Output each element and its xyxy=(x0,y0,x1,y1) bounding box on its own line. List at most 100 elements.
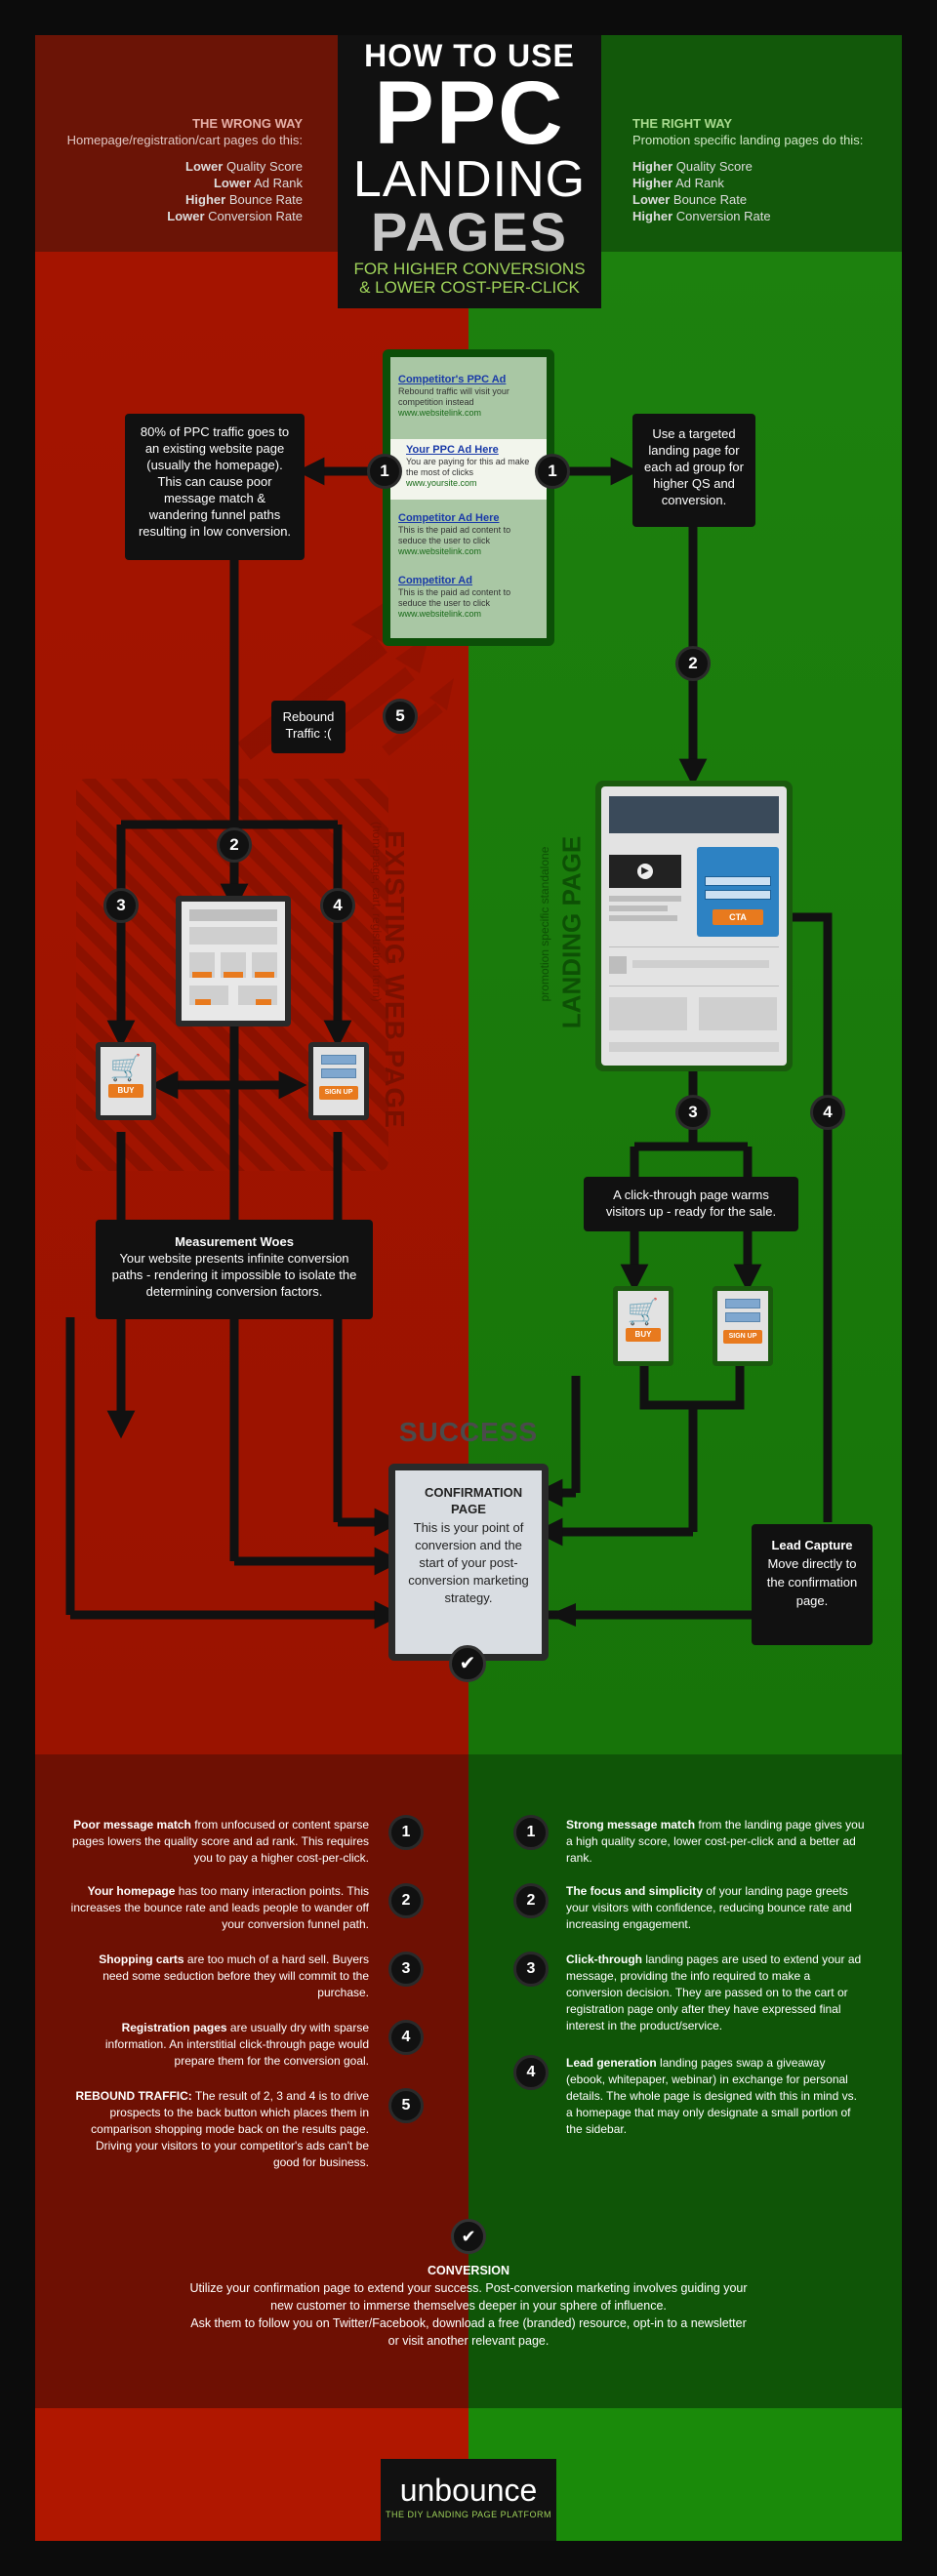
cart-page-mockup: 🛒 BUY xyxy=(613,1286,673,1366)
wrong-way-item: Lower Quality Score xyxy=(185,159,303,174)
ad-card[interactable]: Competitor Ad Here This is the paid ad c… xyxy=(398,511,541,566)
list-number: 5 xyxy=(388,2088,424,2123)
conversion-line: new customer to immerse themselves deepe… xyxy=(270,2299,667,2313)
footer-logo-block[interactable]: unbounce THE DIY LANDING PAGE PLATFORM xyxy=(381,2459,556,2541)
ad-card[interactable]: Competitor's PPC Ad Rebound traffic will… xyxy=(398,373,541,427)
step-number: 5 xyxy=(383,699,418,734)
conversion-checkmark-icon: ✔ xyxy=(451,2219,486,2254)
left-list-panel xyxy=(35,1754,468,2408)
list-item: Strong message match from the landing pa… xyxy=(566,1818,865,1865)
list-item: Poor message match from unfocused or con… xyxy=(72,1818,369,1865)
wrong-way-item: Higher Bounce Rate xyxy=(185,192,303,207)
signup-page-mockup: SIGN UP xyxy=(713,1286,773,1366)
cart-page-mockup: 🛒 BUY xyxy=(96,1042,156,1120)
subtitle-line-2: & LOWER COST-PER-CLICK xyxy=(359,278,580,297)
ad-title[interactable]: Competitor Ad Here xyxy=(398,512,500,524)
ad-title[interactable]: Competitor Ad xyxy=(398,575,472,586)
existing-page-title-wrap: EXISTING WEB PAGE (homepage, cart, regis… xyxy=(332,820,459,1151)
landing-page-mockup: ▶ CTA xyxy=(595,781,793,1071)
flow-arrow xyxy=(549,1603,576,1627)
wrong-way-heading: THE WRONG WAY xyxy=(192,116,303,131)
cta-button[interactable]: CTA xyxy=(713,909,763,925)
list-item: The focus and simplicity of your landing… xyxy=(566,1884,852,1931)
step-number: 4 xyxy=(810,1095,845,1130)
flow-line xyxy=(789,912,833,1522)
step-number: 2 xyxy=(675,646,711,681)
conversion-line: Ask them to follow you on Twitter/Facebo… xyxy=(190,2316,747,2330)
ad-body: You are paying for this ad make the most… xyxy=(406,457,530,477)
list-number: 1 xyxy=(388,1815,424,1850)
list-number: 1 xyxy=(513,1815,549,1850)
right-way-sub: Promotion specific landing pages do this… xyxy=(632,133,864,147)
list-item: Your homepage has too many interaction p… xyxy=(70,1884,369,1931)
lead-form-panel: CTA xyxy=(697,847,779,937)
right-way-section: THE RIGHT WAY Promotion specific landing… xyxy=(632,115,896,224)
ad-url: www.websitelink.com xyxy=(398,408,482,418)
title-block: HOW TO USE PPC LANDING PAGES FOR HIGHER … xyxy=(338,35,601,308)
right-way-heading: THE RIGHT WAY xyxy=(632,116,733,131)
rebound-ghost-arrow xyxy=(237,635,387,760)
right-way-item: Higher Ad Rank xyxy=(632,176,724,190)
wrong-way-sub: Homepage/registration/cart pages do this… xyxy=(66,133,303,147)
shopping-cart-icon: 🛒 xyxy=(109,1053,143,1082)
step-number: 1 xyxy=(367,454,402,489)
rebound-ghost-arrow xyxy=(429,678,454,710)
title-line-3: LANDING xyxy=(352,151,587,208)
buy-button[interactable]: BUY xyxy=(108,1084,143,1098)
confirmation-title: CONFIRMATION PAGE xyxy=(425,1485,523,1516)
lead-capture-title: Lead Capture xyxy=(771,1538,853,1552)
step-number: 2 xyxy=(217,827,252,863)
signup-button[interactable]: SIGN UP xyxy=(723,1330,762,1344)
shopping-cart-icon: 🛒 xyxy=(627,1297,660,1326)
list-item: Registration pages are usually dry with … xyxy=(104,2021,369,2068)
success-label: SUCCESS xyxy=(398,1417,539,1447)
list-number: 3 xyxy=(388,1952,424,1987)
ad-url: www.yoursite.com xyxy=(406,478,477,488)
measurement-title: Measurement Woes xyxy=(175,1234,294,1249)
landing-page-title: LANDING PAGE xyxy=(556,835,587,1029)
list-number: 2 xyxy=(388,1883,424,1918)
list-number: 3 xyxy=(513,1952,549,1987)
right-intro-box: Use a targeted landing page for each ad … xyxy=(632,414,755,527)
ad-url: www.websitelink.com xyxy=(398,609,482,619)
clickthrough-box: A click-through page warms visitors up -… xyxy=(584,1177,798,1231)
signup-button[interactable]: SIGN UP xyxy=(319,1086,358,1100)
rebound-ghost-arrow xyxy=(382,703,443,756)
step-number: 3 xyxy=(103,888,139,923)
confirmation-body: This is your point of conversion and the… xyxy=(408,1520,529,1605)
footer-tagline: THE DIY LANDING PAGE PLATFORM xyxy=(385,2510,552,2519)
ad-card[interactable]: Competitor Ad This is the paid ad conten… xyxy=(398,574,541,628)
list-number: 2 xyxy=(513,1883,549,1918)
ad-body: This is the paid ad content to seduce th… xyxy=(398,525,511,545)
buy-button[interactable]: BUY xyxy=(626,1328,661,1342)
ad-card-highlighted[interactable]: Your PPC Ad Here You are paying for this… xyxy=(390,439,547,500)
conversion-line: Utilize your confirmation page to extend… xyxy=(189,2281,748,2295)
lead-capture-box: Lead Capture Move directly to the confir… xyxy=(752,1524,873,1645)
title-line-4: PAGES xyxy=(371,201,568,262)
title-line-2: PPC xyxy=(374,63,565,163)
conversion-section: CONVERSION Utilize your confirmation pag… xyxy=(117,2262,820,2350)
ad-serp: Competitor's PPC Ad Rebound traffic will… xyxy=(383,349,554,646)
conversion-title: CONVERSION xyxy=(427,2264,510,2277)
ad-title[interactable]: Competitor's PPC Ad xyxy=(398,374,507,385)
wrong-way-item: Lower Conversion Rate xyxy=(167,209,303,223)
step-number: 1 xyxy=(535,454,570,489)
title-line-1: HOW TO USE xyxy=(364,38,575,73)
rebound-box: Rebound Traffic :( xyxy=(271,701,346,753)
step-number: 4 xyxy=(320,888,355,923)
unbounce-logo[interactable]: unbounce xyxy=(399,2473,538,2508)
existing-page-sub: (homepage, cart, registration form) xyxy=(370,822,384,1002)
signup-page-mockup: SIGN UP xyxy=(308,1042,369,1120)
subtitle-line-1: FOR HIGHER CONVERSIONS xyxy=(353,260,586,278)
ad-title[interactable]: Your PPC Ad Here xyxy=(406,444,499,456)
list-item: REBOUND TRAFFIC: The result of 2, 3 and … xyxy=(75,2089,369,2169)
measurement-box: Measurement Woes Your website presents i… xyxy=(96,1220,373,1319)
measurement-body: Your website presents infinite conversio… xyxy=(111,1251,357,1299)
confirmation-page: CONFIRMATION PAGE This is your point of … xyxy=(388,1464,549,1661)
list-item: Lead generation landing pages swap a giv… xyxy=(566,2056,857,2136)
flow-line xyxy=(639,1366,745,1410)
right-way-item: Lower Bounce Rate xyxy=(632,192,748,207)
ad-url: www.websitelink.com xyxy=(398,546,482,556)
list-item: Click-through landing pages are used to … xyxy=(566,1952,862,2033)
